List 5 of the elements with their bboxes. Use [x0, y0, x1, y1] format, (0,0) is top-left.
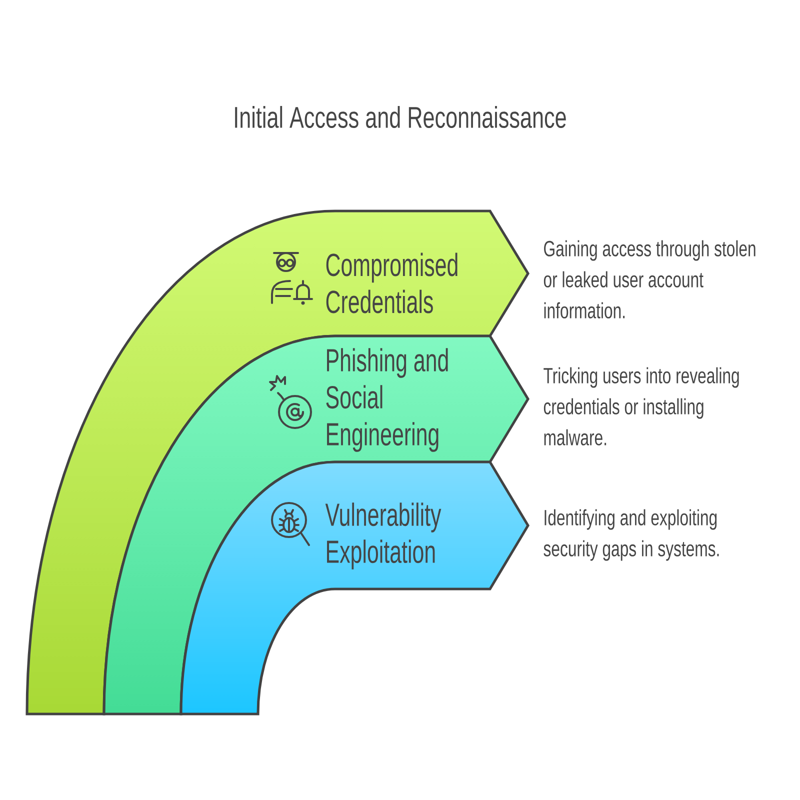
- curved-arrow-band: Vulnerability Exploitation: [180, 460, 530, 716]
- description-text: Tricking users into revealing credentials or installing malware.: [544, 367, 739, 446]
- description-text: Identifying and exploiting security gaps in systems.: [544, 509, 719, 561]
- description-text: Gaining access through stolen or leaked user account information.: [544, 240, 756, 318]
- title: Initial Access and Reconnaissance: [235, 106, 566, 128]
